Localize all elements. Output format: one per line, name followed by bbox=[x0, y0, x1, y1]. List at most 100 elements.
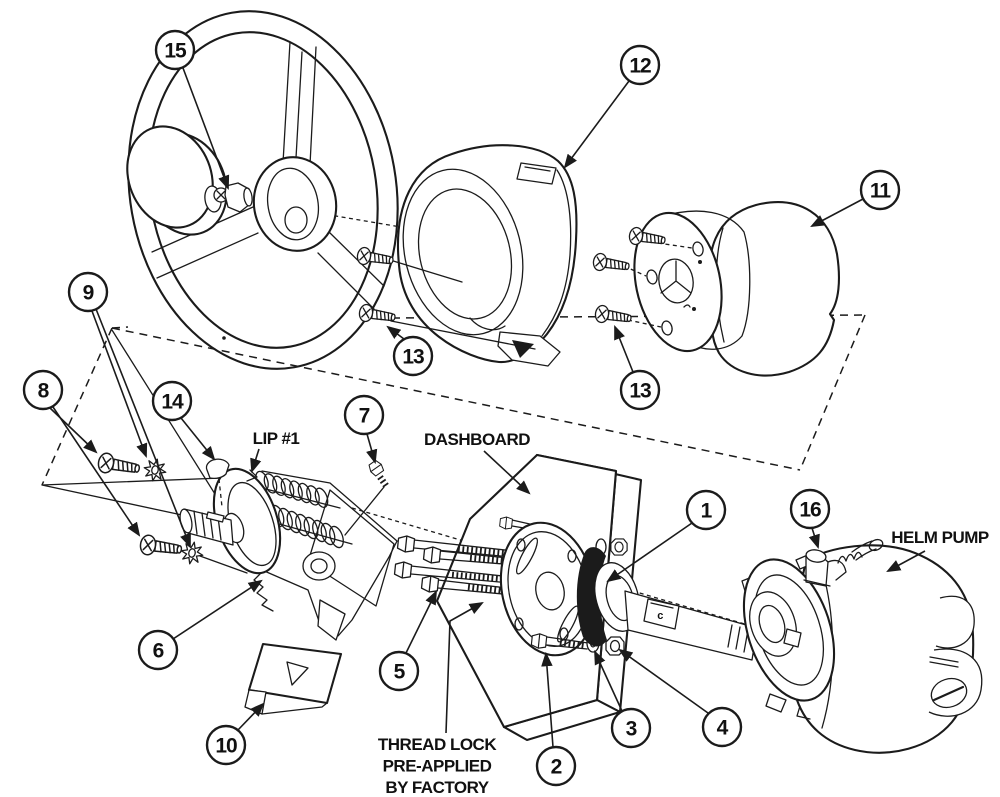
pump-rear-ports bbox=[928, 595, 983, 717]
callout-number: 7 bbox=[359, 405, 370, 428]
callout-5: 5 bbox=[378, 590, 437, 692]
callout-leader-arrow bbox=[366, 433, 378, 465]
callout-13: 13 bbox=[386, 325, 434, 377]
label-text: THREAD LOCK bbox=[378, 735, 497, 754]
rear-dome bbox=[708, 201, 840, 377]
callout-circle bbox=[610, 707, 652, 749]
callout-leader-arrow bbox=[810, 198, 864, 228]
callout-number: 8 bbox=[38, 380, 50, 403]
label-text: c bbox=[657, 610, 663, 622]
callout-circle bbox=[22, 369, 64, 411]
label-leader-arrow bbox=[445, 601, 484, 734]
callout-leader-arrow bbox=[52, 406, 141, 537]
callout-2: 2 bbox=[535, 651, 577, 787]
callout-11: 11 bbox=[810, 169, 901, 228]
callout-4: 4 bbox=[618, 648, 743, 748]
bezel-foot bbox=[497, 331, 561, 367]
callout-leader-arrow bbox=[618, 648, 709, 714]
label-leader-arrow bbox=[483, 450, 531, 495]
callout-leader-arrow bbox=[236, 702, 265, 732]
callout-leader-arrow bbox=[180, 417, 216, 461]
label-lip-1: LIP #1 bbox=[250, 429, 300, 474]
label-clip-marking: c bbox=[657, 610, 664, 622]
callout-circle bbox=[701, 706, 743, 748]
callout-circle bbox=[137, 629, 179, 671]
callout-balloons-layer: 15 12 11 13 13 9 8 14 7 6 10 5 2 3 4 1 16 bbox=[22, 29, 901, 787]
label-helm-pump: HELM PUMP bbox=[886, 528, 989, 573]
callout-number: 4 bbox=[717, 717, 729, 740]
callout-10: 10 bbox=[205, 702, 265, 766]
callout-number: 3 bbox=[626, 718, 637, 741]
callout-leader-arrow bbox=[49, 407, 98, 454]
callout-circle bbox=[789, 488, 831, 530]
callout-6: 6 bbox=[137, 579, 263, 671]
label-text: HELM PUMP bbox=[891, 528, 989, 547]
steering-wheel bbox=[126, 10, 399, 370]
callout-leader-arrow bbox=[594, 650, 623, 712]
callout-13: 13 bbox=[614, 324, 661, 411]
callout-leader-arrow bbox=[95, 308, 191, 549]
callout-leader-arrow bbox=[182, 67, 230, 191]
callout-7: 7 bbox=[343, 394, 385, 465]
callout-circle bbox=[535, 745, 577, 787]
callout-leader-arrow bbox=[386, 325, 405, 340]
hose-fitting bbox=[803, 538, 884, 587]
callout-number: 5 bbox=[394, 661, 406, 684]
callout-circle bbox=[619, 369, 661, 411]
callout-circle bbox=[685, 489, 727, 531]
callout-circle bbox=[343, 394, 385, 436]
keyway-cap bbox=[205, 458, 230, 508]
callout-leader-arrow bbox=[563, 80, 630, 169]
label-text: PRE-APPLIED bbox=[383, 757, 492, 776]
callout-number: 11 bbox=[870, 180, 892, 203]
callout-number: 1 bbox=[701, 500, 713, 523]
callout-leader-arrow bbox=[614, 324, 634, 373]
pivot-bolt bbox=[344, 458, 390, 536]
steering-shaft-front bbox=[179, 508, 234, 546]
callout-circle bbox=[392, 335, 434, 377]
label-text: LIP #1 bbox=[253, 429, 300, 448]
callout-number: 2 bbox=[551, 756, 562, 779]
helm-pump bbox=[741, 538, 983, 754]
trim-ring bbox=[576, 547, 640, 647]
callout-leader-arrow bbox=[91, 310, 148, 459]
callout-3: 3 bbox=[594, 650, 652, 749]
lock-washers-and-screws bbox=[96, 451, 248, 574]
text-labels-layer: LIP #1 DASHBOARD HELM PUMP THREAD LOCK PRE-A… bbox=[250, 429, 989, 797]
callout-9: 9 bbox=[67, 271, 191, 549]
label-leader-arrow bbox=[886, 550, 926, 573]
tilt-mechanism bbox=[179, 467, 398, 641]
wheel-nut bbox=[204, 182, 253, 213]
callout-number: 9 bbox=[83, 282, 94, 305]
adapter-screws bbox=[591, 225, 693, 328]
callout-leader-arrow bbox=[541, 651, 554, 748]
adapter-hub bbox=[633, 210, 751, 353]
callout-number: 15 bbox=[164, 40, 187, 63]
label-leader-arrow bbox=[250, 448, 262, 474]
callout-circle bbox=[378, 650, 420, 692]
callout-leader-arrow bbox=[808, 527, 820, 550]
bezel-screws bbox=[355, 245, 536, 350]
callout-number: 16 bbox=[799, 499, 821, 522]
label-dashboard: DASHBOARD bbox=[424, 430, 531, 495]
callout-8: 8 bbox=[22, 369, 141, 537]
callout-12: 12 bbox=[563, 44, 661, 169]
pump-front-flange bbox=[741, 553, 836, 713]
callout-1: 1 bbox=[606, 489, 727, 583]
callout-circle bbox=[205, 724, 247, 766]
steering-shaft-rear bbox=[624, 590, 758, 661]
callout-circle bbox=[619, 44, 661, 86]
wheel-knob bbox=[126, 125, 228, 236]
callout-15: 15 bbox=[154, 29, 230, 191]
callout-number: 10 bbox=[215, 735, 237, 758]
label-text: DASHBOARD bbox=[424, 430, 530, 449]
callout-circle bbox=[151, 380, 193, 422]
callout-circle bbox=[67, 271, 109, 313]
callout-14: 14 bbox=[151, 380, 216, 461]
callout-number: 13 bbox=[629, 380, 651, 403]
bezel-cover bbox=[397, 144, 578, 367]
callout-leader-arrow bbox=[405, 590, 437, 654]
callout-16: 16 bbox=[789, 488, 831, 550]
callout-leader-arrow bbox=[172, 579, 263, 640]
